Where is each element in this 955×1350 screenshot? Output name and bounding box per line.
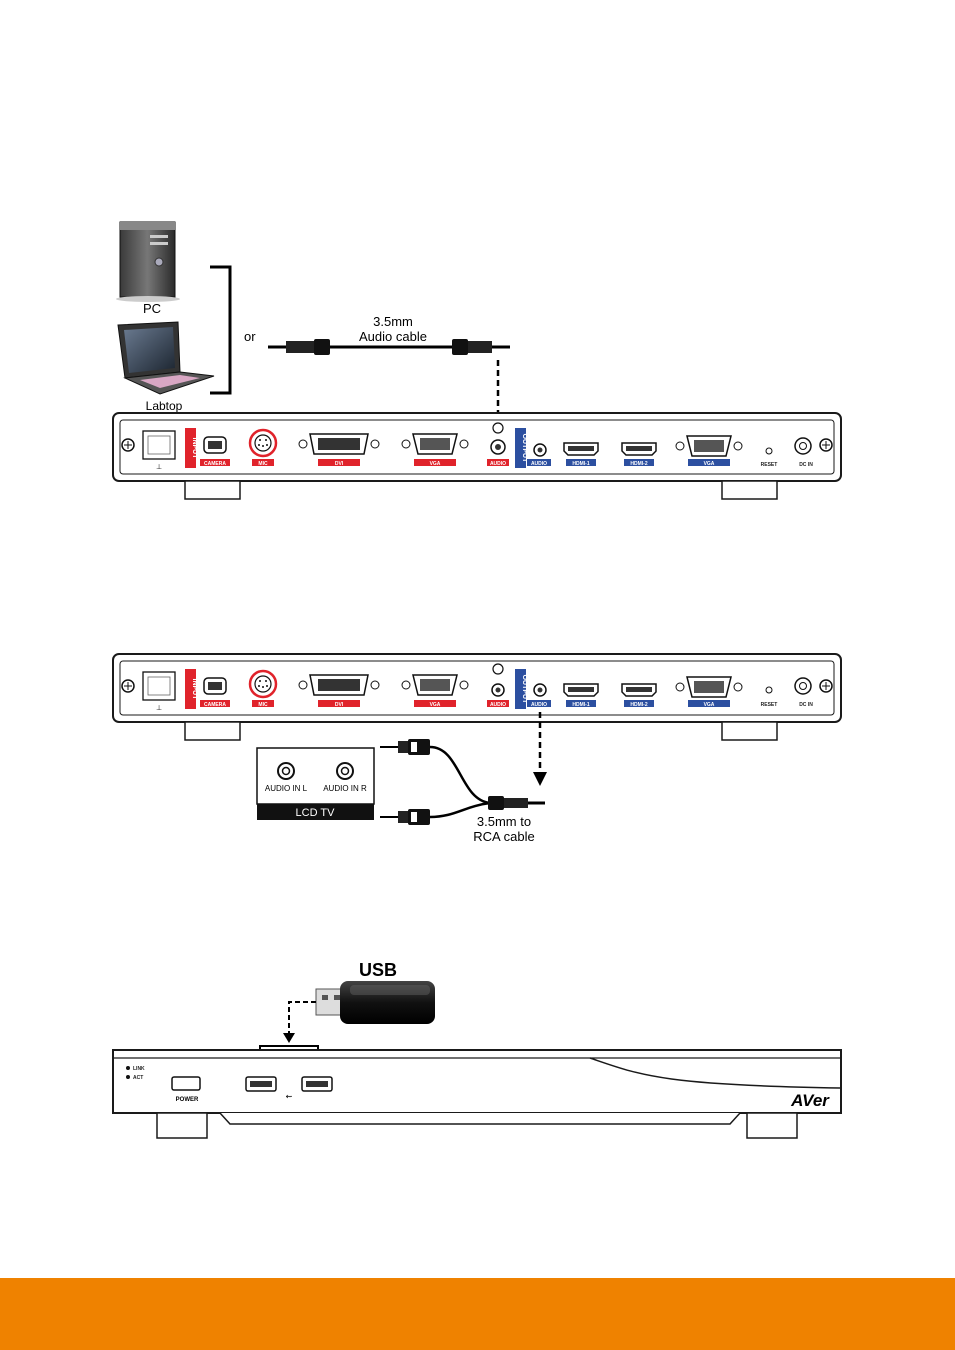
vga-in-port-label: VGA: [430, 461, 441, 467]
laptop-label: Labtop: [146, 399, 183, 413]
vga-out-port-label: VGA: [704, 461, 715, 467]
audio-out-port-label: AUDIO: [531, 461, 547, 467]
vga-out-port-label: VGA: [704, 702, 715, 708]
audio-cable-label-2: Audio cable: [359, 329, 427, 344]
footer-bar: [0, 1278, 955, 1350]
audio-in-port-label: AUDIO: [490, 702, 506, 708]
brand-logo: AVer: [790, 1091, 830, 1110]
usb-symbol-icon: ⇜: [286, 1092, 293, 1101]
audio-in-r-label: AUDIO IN R: [323, 784, 367, 793]
dvi-port-label: DVI: [335, 461, 344, 467]
output-label: OUTPUT: [521, 434, 528, 464]
input-label: INPUT: [191, 438, 198, 460]
audio-plug-icon: [268, 339, 330, 355]
reset-label: RESET: [761, 702, 778, 708]
rca-cable-label-2: RCA cable: [473, 829, 534, 844]
choice-bracket: [210, 267, 230, 393]
dc-in-label: DC IN: [799, 702, 813, 708]
camera-port-label: CAMERA: [204, 461, 226, 467]
usb-stick-icon: [316, 981, 435, 1024]
network-icon: ⊥: [156, 705, 162, 712]
connection-arrow: [289, 1002, 316, 1034]
input-label: INPUT: [191, 679, 198, 701]
hdmi2-port-label: HDMI-2: [630, 702, 647, 708]
power-label: POWER: [176, 1097, 199, 1103]
screw-icon: [820, 680, 832, 692]
rca-plug-icon: [380, 739, 430, 755]
front-panel: ⇜: [113, 1050, 841, 1138]
audio-in-l-label: AUDIO IN L: [265, 784, 308, 793]
or-label: or: [244, 329, 256, 344]
act-label: ACT: [133, 1075, 143, 1081]
audio-cable-label-1: 3.5mm: [373, 314, 413, 329]
screw-icon: [122, 439, 134, 451]
rca-cable-wire: [430, 747, 490, 803]
reset-label: RESET: [761, 462, 778, 468]
output-label: OUTPUT: [521, 675, 528, 705]
screw-icon: [122, 680, 134, 692]
mic-port-label: MIC: [258, 702, 268, 708]
arrow-head: [533, 772, 547, 786]
power-button: [172, 1077, 200, 1090]
dc-in-label: DC IN: [799, 462, 813, 468]
pc-tower-icon: [116, 222, 180, 302]
mic-port-label: MIC: [258, 461, 268, 467]
lcd-tv-label: LCD TV: [296, 807, 336, 819]
reset-button: [766, 448, 772, 454]
network-icon: ⊥: [156, 464, 162, 471]
screw-icon: [820, 439, 832, 451]
arrow-head: [283, 1033, 295, 1043]
usb-label: USB: [359, 960, 397, 980]
reset-button: [766, 687, 772, 693]
rca-cable-label-1: 3.5mm to: [477, 814, 531, 829]
vga-in-port-label: VGA: [430, 702, 441, 708]
pc-label: PC: [143, 301, 161, 316]
audio-in-port-label: AUDIO: [490, 461, 506, 467]
rear-panel-2: ⊥ INPUT CAMERA MIC DVI VGA AUDIO OUTPUT …: [113, 654, 841, 740]
audio-plug-icon: [488, 796, 545, 810]
rca-plug-icon: [380, 809, 430, 825]
laptop-icon: [118, 322, 214, 394]
hdmi1-port-label: HDMI-1: [572, 702, 589, 708]
screw-icon: [493, 423, 503, 433]
audio-plug-icon: [452, 339, 510, 355]
hdmi1-port-label: HDMI-1: [572, 461, 589, 467]
dvi-port-label: DVI: [335, 702, 344, 708]
screw-icon: [493, 664, 503, 674]
camera-port-label: CAMERA: [204, 702, 226, 708]
rear-panel-1: ⊥ INPUT CAMERA MIC DVI VGA AUDIO OUTP: [113, 413, 841, 499]
hdmi2-port-label: HDMI-2: [630, 461, 647, 467]
audio-out-port-label: AUDIO: [531, 702, 547, 708]
link-label: LINK: [133, 1066, 145, 1072]
